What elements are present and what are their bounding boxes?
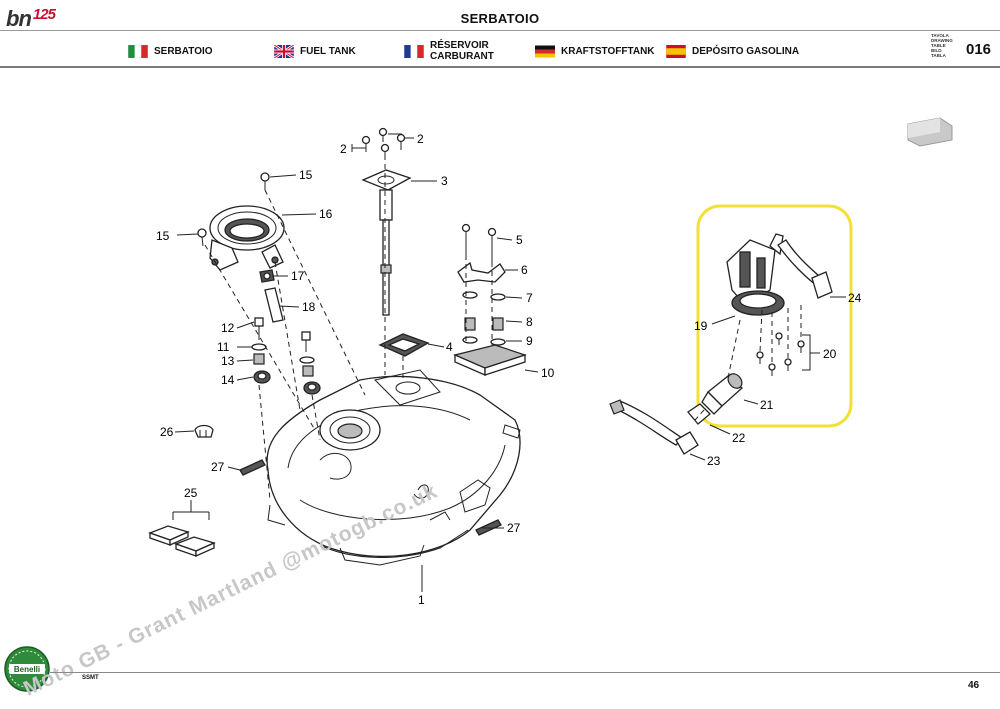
bolts-5 xyxy=(461,223,497,262)
tube-18 xyxy=(264,287,284,323)
lang-french: RÉSERVOIR CARBURANT xyxy=(404,40,494,62)
callout-17: 17 xyxy=(291,269,305,283)
spacers-8 xyxy=(464,317,504,331)
callout-14: 14 xyxy=(221,373,235,387)
filler-flange xyxy=(209,205,285,271)
callout-22: 22 xyxy=(732,431,746,445)
fuel-hose-24 xyxy=(777,239,833,299)
grommet-14 xyxy=(253,370,271,384)
callout-7: 7 xyxy=(526,291,533,305)
callout-5: 5 xyxy=(516,233,523,247)
callout-3: 3 xyxy=(441,174,448,188)
page-number: 46 xyxy=(968,680,980,691)
callout-4: 4 xyxy=(446,340,453,354)
callout-6: 6 xyxy=(521,263,528,277)
callout-13: 13 xyxy=(221,354,235,368)
gasket-4 xyxy=(378,333,430,357)
callout-27a: 27 xyxy=(211,460,225,474)
callout-18: 18 xyxy=(302,300,316,314)
fuel-tank xyxy=(266,369,521,566)
uk-flag-icon xyxy=(274,44,294,58)
italy-flag-icon xyxy=(128,44,148,58)
bolt-12b xyxy=(301,331,311,352)
fuel-pump-highlight xyxy=(696,204,853,428)
bolt-12 xyxy=(254,317,264,340)
grommet-14b xyxy=(303,381,321,395)
washers-9 xyxy=(462,336,506,346)
pads-25 xyxy=(148,525,216,558)
callout-16: 16 xyxy=(319,207,333,221)
callout-19: 19 xyxy=(694,319,708,333)
callout-2b: 2 xyxy=(417,132,424,146)
callout-27b: 27 xyxy=(507,521,521,535)
leader-lines xyxy=(172,133,846,592)
callout-11: 11 xyxy=(217,340,230,354)
pad-10 xyxy=(453,344,527,376)
fuel-hose-23 xyxy=(609,399,699,455)
callout-10: 10 xyxy=(541,366,555,380)
svg-text:Benelli: Benelli xyxy=(14,665,40,674)
callout-1: 1 xyxy=(418,593,425,607)
callout-23: 23 xyxy=(707,454,721,468)
screws-2 xyxy=(361,127,406,160)
washers-7 xyxy=(462,291,506,301)
lang-english: FUEL TANK xyxy=(274,40,356,62)
pin-27-left xyxy=(239,459,266,476)
header-bottom-divider xyxy=(0,66,1000,68)
hose-clip-22 xyxy=(687,403,711,425)
tavola-number: 016 xyxy=(966,41,992,58)
footer-code: SSMT xyxy=(82,675,99,681)
view-arrow-icon xyxy=(907,117,953,147)
callout-12: 12 xyxy=(221,321,235,335)
callout-20: 20 xyxy=(823,347,837,361)
footer-divider xyxy=(50,672,1000,673)
bracket-6 xyxy=(457,261,506,283)
callout-15b: 15 xyxy=(156,229,170,243)
france-flag-icon xyxy=(404,44,424,58)
callout-9: 9 xyxy=(526,334,533,348)
washer-11 xyxy=(251,343,267,351)
page-title: SERBATOIO xyxy=(460,11,540,26)
level-sender-3 xyxy=(361,169,412,316)
callout-labels: 1 2 2 3 4 5 6 7 8 9 10 11 12 13 14 15 15… xyxy=(156,132,862,607)
germany-flag-icon xyxy=(535,45,555,57)
washer-11b xyxy=(299,356,315,364)
lang-italian: SERBATOIO xyxy=(128,40,213,62)
screw-15-left xyxy=(197,228,207,247)
callout-25: 25 xyxy=(184,486,198,500)
spain-flag-icon xyxy=(666,44,686,58)
callout-21: 21 xyxy=(760,398,774,412)
lang-german: KRAFTSTOFFTANK xyxy=(535,40,655,62)
callout-24: 24 xyxy=(848,291,862,305)
lang-spanish: DEPÓSITO GASOLINA xyxy=(666,40,799,62)
callout-2a: 2 xyxy=(340,142,347,156)
spacer-13b xyxy=(302,365,314,377)
clip-26 xyxy=(194,424,214,438)
callout-8: 8 xyxy=(526,315,533,329)
callout-26: 26 xyxy=(160,425,174,439)
benelli-logo: Benelli xyxy=(4,646,50,692)
clip-17 xyxy=(259,269,275,283)
callout-15a: 15 xyxy=(299,168,313,182)
fuel-filter-21 xyxy=(701,373,743,415)
spacer-13 xyxy=(253,353,265,365)
header-divider xyxy=(0,30,1000,31)
screw-15-top xyxy=(260,172,270,190)
fuel-pump-19 xyxy=(726,233,785,316)
screws-20 xyxy=(756,332,805,376)
